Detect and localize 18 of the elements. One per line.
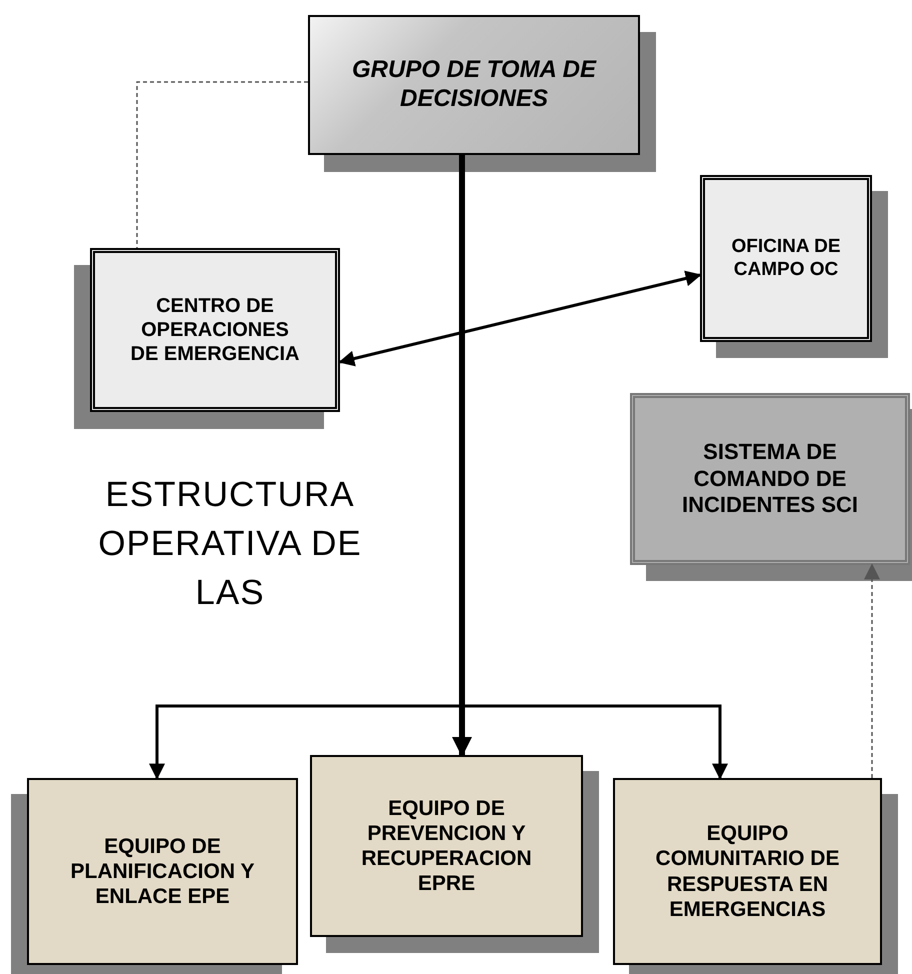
box-label: SISTEMA DE COMANDO DE INCIDENTES SCI <box>680 439 860 519</box>
box-label: OFICINA DE CAMPO OC <box>730 236 842 282</box>
org-box <box>90 248 340 412</box>
org-box <box>308 15 640 155</box>
box-label: CENTRO DE OPERACIONES DE EMERGENCIA <box>130 294 300 366</box>
diagram-heading: ESTRUCTURA OPERATIVA DE LAS <box>97 474 363 614</box>
box-label: GRUPO DE TOMA DE DECISIONES <box>350 56 598 114</box>
box-label: EQUIPO COMUNITARIO DE RESPUESTA EN EMERGENCIAS <box>654 821 840 922</box>
connector-arrow <box>452 155 472 757</box>
org-box <box>630 393 910 565</box>
connector-arrow <box>338 270 702 366</box>
org-box <box>700 175 872 342</box>
connector-arrow <box>864 563 880 778</box>
org-box <box>310 755 583 937</box>
box-label: EQUIPO DE PLANIFICACION Y ENLACE EPE <box>70 834 256 910</box>
org-box <box>613 778 882 965</box>
box-label: EQUIPO DE PREVENCION Y RECUPERACION EPRE <box>360 796 533 896</box>
org-box <box>27 778 298 965</box>
